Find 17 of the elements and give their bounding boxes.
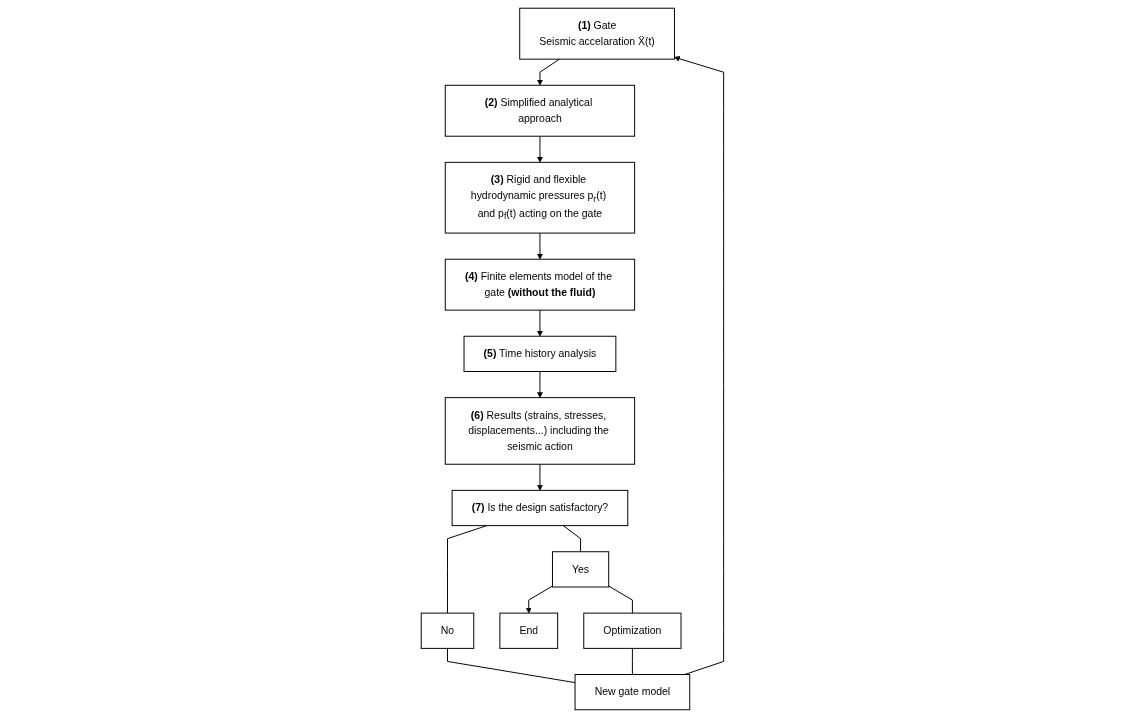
node-box: (7) Is the design satisfactory? [451, 489, 628, 526]
node-box: (6) Results (strains, stresses, displacements...) including the seismic action [444, 396, 635, 465]
node-box: Yes [551, 550, 609, 587]
node-box: Optimization [582, 612, 682, 649]
connector [607, 585, 633, 614]
connector [631, 647, 633, 675]
node-box: (5) Time history analysis [463, 335, 616, 372]
node-box: (1) Gate Seismic accelaration Ẍ(t) [518, 7, 675, 60]
connector [446, 524, 487, 614]
node-box: (3) Rigid and flexible hydrodynamic pressures p$_{r}$(t) and p$_{f}$(t) acting on the gate [444, 161, 635, 234]
node-box: (4) Finite elements model of the gate (without the fluid) [444, 258, 635, 311]
node-box: New gate model [574, 673, 690, 710]
connector [446, 647, 576, 683]
node-box: No [420, 612, 474, 649]
node-box: End [498, 612, 558, 649]
node-box: (2) Simplified analytical approach [444, 84, 635, 137]
connector [562, 524, 581, 552]
